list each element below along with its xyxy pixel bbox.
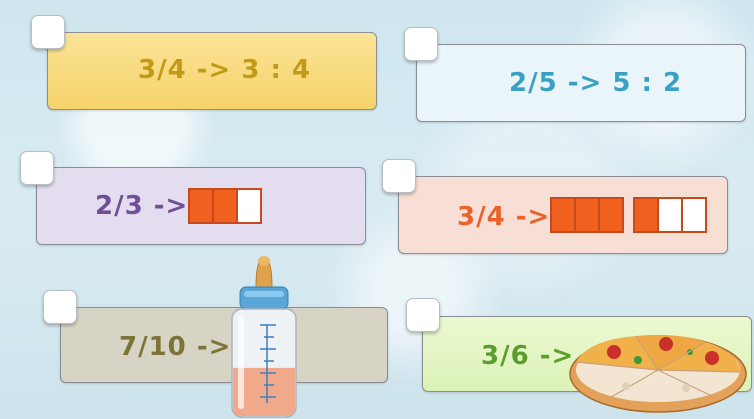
card-label: 2/3 -> <box>95 191 189 221</box>
card-fraction-ratio-3-4[interactable]: 3/4 -> 3 : 4 <box>47 32 377 110</box>
card-label: 7/10 -> <box>119 332 232 362</box>
checkbox-card-5[interactable] <box>43 290 77 324</box>
card-fraction-ratio-2-5[interactable]: 2/5 -> 5 : 2 <box>416 44 746 122</box>
fraction-bar-full <box>550 197 624 233</box>
bar-cell-filled <box>190 190 214 222</box>
bar-cell-empty <box>683 199 705 231</box>
card-label: 3/4 -> 3 : 4 <box>138 55 312 85</box>
checkbox-card-1[interactable] <box>31 15 65 49</box>
bar-cell-empty <box>659 199 683 231</box>
card-label: 3/4 -> <box>457 202 551 232</box>
bar-cell-filled <box>214 190 238 222</box>
fraction-bar-part <box>633 197 707 233</box>
bar-cell-empty <box>238 190 260 222</box>
bar-cell-filled <box>552 199 576 231</box>
checkbox-card-4[interactable] <box>382 159 416 193</box>
bar-cell-filled <box>576 199 600 231</box>
card-label: 3/6 -> <box>481 341 575 371</box>
bar-cell-filled <box>635 199 659 231</box>
card-label: 2/5 -> 5 : 2 <box>509 68 683 98</box>
checkbox-card-3[interactable] <box>20 151 54 185</box>
card-fraction-bottle-7-10[interactable]: 7/10 -> <box>60 307 388 383</box>
card-fraction-bar-2-3[interactable]: 2/3 -> <box>36 167 366 245</box>
baby-bottle-icon <box>231 256 297 418</box>
bar-cell-filled <box>600 199 622 231</box>
pizza-icon <box>569 334 747 413</box>
card-fraction-bar-3-4[interactable]: 3/4 -> <box>398 176 728 254</box>
checkbox-card-6[interactable] <box>406 298 440 332</box>
fraction-bar-two-thirds <box>188 188 262 224</box>
checkbox-card-2[interactable] <box>404 27 438 61</box>
